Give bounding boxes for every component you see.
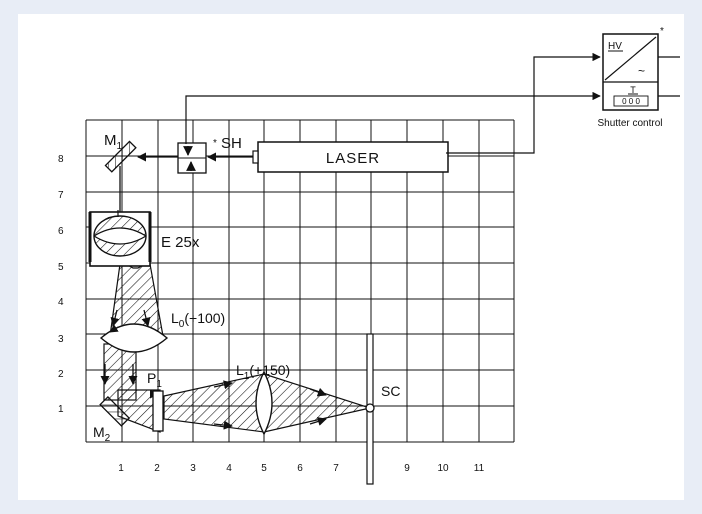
row-labels: 1 2 3 4 5 6 7 8 [58, 154, 64, 415]
pinhole-p1-label: P1 [147, 370, 162, 390]
shutter-control-box [602, 33, 659, 111]
row-label: 8 [58, 154, 64, 165]
expander-e25x [88, 210, 152, 267]
column-label: 1 [118, 463, 124, 474]
laser-label: LASER [326, 150, 380, 167]
column-labels: 1 2 3 4 5 6 7 9 10 11 [118, 463, 484, 474]
focal-point [365, 403, 375, 413]
laser-aperture [252, 150, 259, 164]
optical-setup-diagram: 1 2 3 4 5 6 7 8 1 2 3 4 5 6 7 9 10 11 [58, 26, 680, 485]
screen-sc-label: SC [381, 383, 400, 399]
t-label: T [630, 85, 636, 95]
arrow-icon [110, 309, 120, 327]
mirror-m1 [104, 140, 137, 173]
grid [85, 119, 515, 443]
column-label: 7 [333, 463, 339, 474]
column-label: 6 [297, 463, 303, 474]
shutter-label: SH [221, 135, 242, 152]
hv-label: HV [608, 41, 622, 52]
column-label: 5 [261, 463, 267, 474]
lens-l1-label: L1(+150) [236, 362, 290, 382]
row-label: 3 [58, 334, 64, 345]
row-label: 6 [58, 226, 64, 237]
shutter-sh [177, 142, 207, 174]
expander-label: E 25x [161, 234, 200, 251]
arrow-icon [213, 380, 233, 390]
row-label: 2 [58, 369, 64, 380]
tilde-symbol: ~ [638, 64, 645, 78]
column-label: 9 [404, 463, 410, 474]
column-label: 11 [474, 463, 485, 474]
mirror-m1-label: M1 [104, 132, 123, 152]
column-label: 4 [226, 463, 232, 474]
row-label: 1 [58, 404, 64, 415]
arrow-icon [309, 417, 327, 426]
shutter-mark: * [213, 138, 217, 149]
mirror-m2 [99, 395, 131, 427]
shutter-control-label: Shutter control [597, 118, 662, 129]
arrow-icon [141, 309, 151, 327]
pinhole-p1 [152, 390, 164, 432]
column-label: 2 [154, 463, 160, 474]
shutter-control-mark: * [660, 26, 664, 37]
arrow-icon [309, 387, 327, 397]
beam-focusing [263, 373, 373, 433]
timer-digits: 0 0 0 [622, 97, 640, 106]
control-wires [185, 52, 680, 154]
column-label: 10 [437, 463, 449, 474]
mirror-m2-label: M2 [93, 424, 111, 444]
row-label: 5 [58, 262, 64, 273]
lens-l1 [255, 370, 273, 436]
laser-body [257, 141, 449, 173]
beam-expanding [163, 373, 265, 433]
column-label: 3 [190, 463, 196, 474]
lens-l0 [99, 323, 169, 353]
diagram-canvas: 1 2 3 4 5 6 7 8 1 2 3 4 5 6 7 9 10 11 [18, 14, 684, 500]
row-label: 4 [58, 297, 64, 308]
arrow-icon [213, 420, 233, 430]
lens-l0-label: L0(+100) [171, 310, 225, 330]
row-label: 7 [58, 190, 64, 201]
